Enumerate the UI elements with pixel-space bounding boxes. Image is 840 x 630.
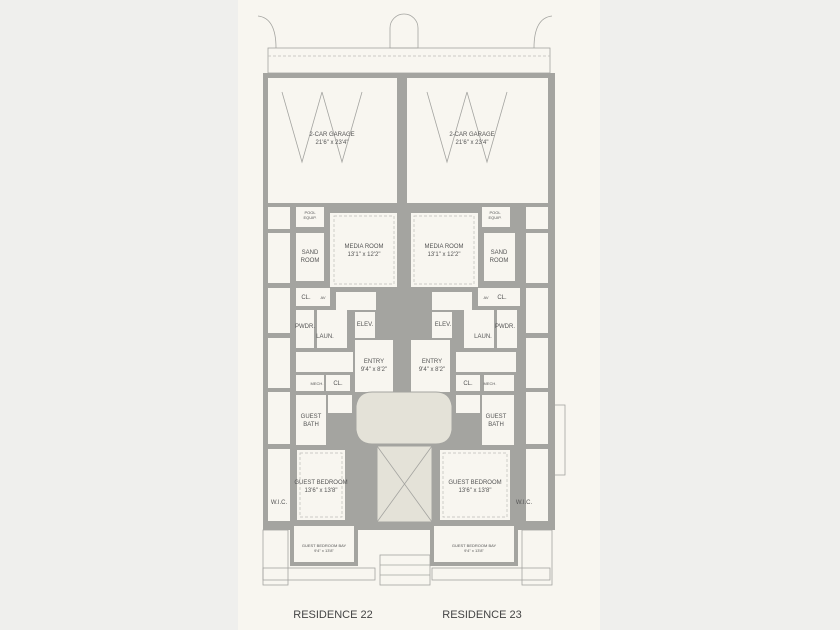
garage-label: 2-CAR GARAGE (309, 132, 354, 138)
powder-label: PWDR. (495, 324, 515, 330)
laundry-label: LAUN. (316, 334, 334, 340)
powder-label: PWDR. (295, 324, 315, 330)
garage-22 (268, 78, 397, 203)
labels-residence-22: 2-CAR GARAGE 21'6" x 23'4" POOL EQUIP. M… (271, 132, 387, 553)
garage-label: 2-CAR GARAGE (449, 132, 494, 138)
guest-bath-label-2: BATH (303, 422, 319, 428)
wic-label: W.I.C. (516, 500, 533, 506)
media-room-label: MEDIA ROOM (424, 244, 463, 250)
laundry-label: LAUN. (474, 334, 492, 340)
rooms-left (268, 207, 397, 521)
central-courtyard (355, 391, 453, 445)
closet-2-label: CL. (333, 381, 343, 387)
entry-dims: 9'4" x 8'2" (419, 367, 445, 373)
garage-dims: 21'6" x 23'4" (456, 140, 489, 146)
guest-bath-label: GUEST (486, 414, 507, 420)
guest-bath-label-2: BATH (488, 422, 504, 428)
garage-23 (407, 78, 548, 203)
mech-label: MECH. (311, 381, 324, 386)
bay-dims: 9'4" x 13'8" (464, 548, 484, 553)
bay-label: GUEST BEDROOM BAY (452, 543, 497, 548)
av-label: AV (483, 295, 488, 300)
media-room-label: MEDIA ROOM (344, 244, 383, 250)
pool-equip-label: POOL (489, 210, 501, 215)
media-room-dims: 13'1" x 12'2" (348, 252, 381, 258)
guest-bath-label: GUEST (301, 414, 322, 420)
closet-label: CL. (301, 295, 311, 301)
bay-dims: 9'4" x 13'8" (314, 548, 334, 553)
pool-equip-label-2: EQUIP. (303, 215, 316, 220)
bay-label: GUEST BEDROOM BAY (302, 543, 347, 548)
closet-2-label: CL. (463, 381, 473, 387)
media-room-dims: 13'1" x 12'2" (428, 252, 461, 258)
mech-label: MECH. (484, 381, 497, 386)
labels-residence-23: 2-CAR GARAGE 21'6" x 23'4" POOL EQUIP. M… (419, 132, 533, 553)
wic-label: W.I.C. (271, 500, 288, 506)
guest-bedroom-label: GUEST BEDROOM (448, 480, 501, 486)
entry-label: ENTRY (422, 359, 442, 365)
sand-room-label: SAND (491, 250, 508, 256)
bay-22 (294, 526, 354, 562)
residence-22-title: RESIDENCE 22 (293, 609, 372, 621)
sand-room-label-2: ROOM (490, 258, 509, 264)
pool-equip-label-2: EQUIP. (488, 215, 501, 220)
pool-equip-label: POOL (304, 210, 316, 215)
rooms-right (411, 207, 548, 521)
garage-dims: 21'6" x 23'4" (316, 140, 349, 146)
elevator-label: ELEV. (435, 322, 452, 328)
entry-dims: 9'4" x 8'2" (361, 367, 387, 373)
bay-23 (434, 526, 514, 562)
guest-bedroom-dims: 13'6" x 13'8" (305, 488, 338, 494)
elevator-label: ELEV. (357, 322, 374, 328)
av-label: AV (320, 295, 325, 300)
sand-room-label: SAND (302, 250, 319, 256)
guest-bedroom-label: GUEST BEDROOM (294, 480, 347, 486)
guest-bedroom-dims: 13'6" x 13'8" (459, 488, 492, 494)
front-steps (262, 404, 566, 586)
entry-label: ENTRY (364, 359, 384, 365)
closet-label: CL. (497, 295, 507, 301)
rooftop-terrace (257, 13, 553, 74)
residence-23-title: RESIDENCE 23 (442, 609, 521, 621)
sand-room-label-2: ROOM (301, 258, 320, 264)
